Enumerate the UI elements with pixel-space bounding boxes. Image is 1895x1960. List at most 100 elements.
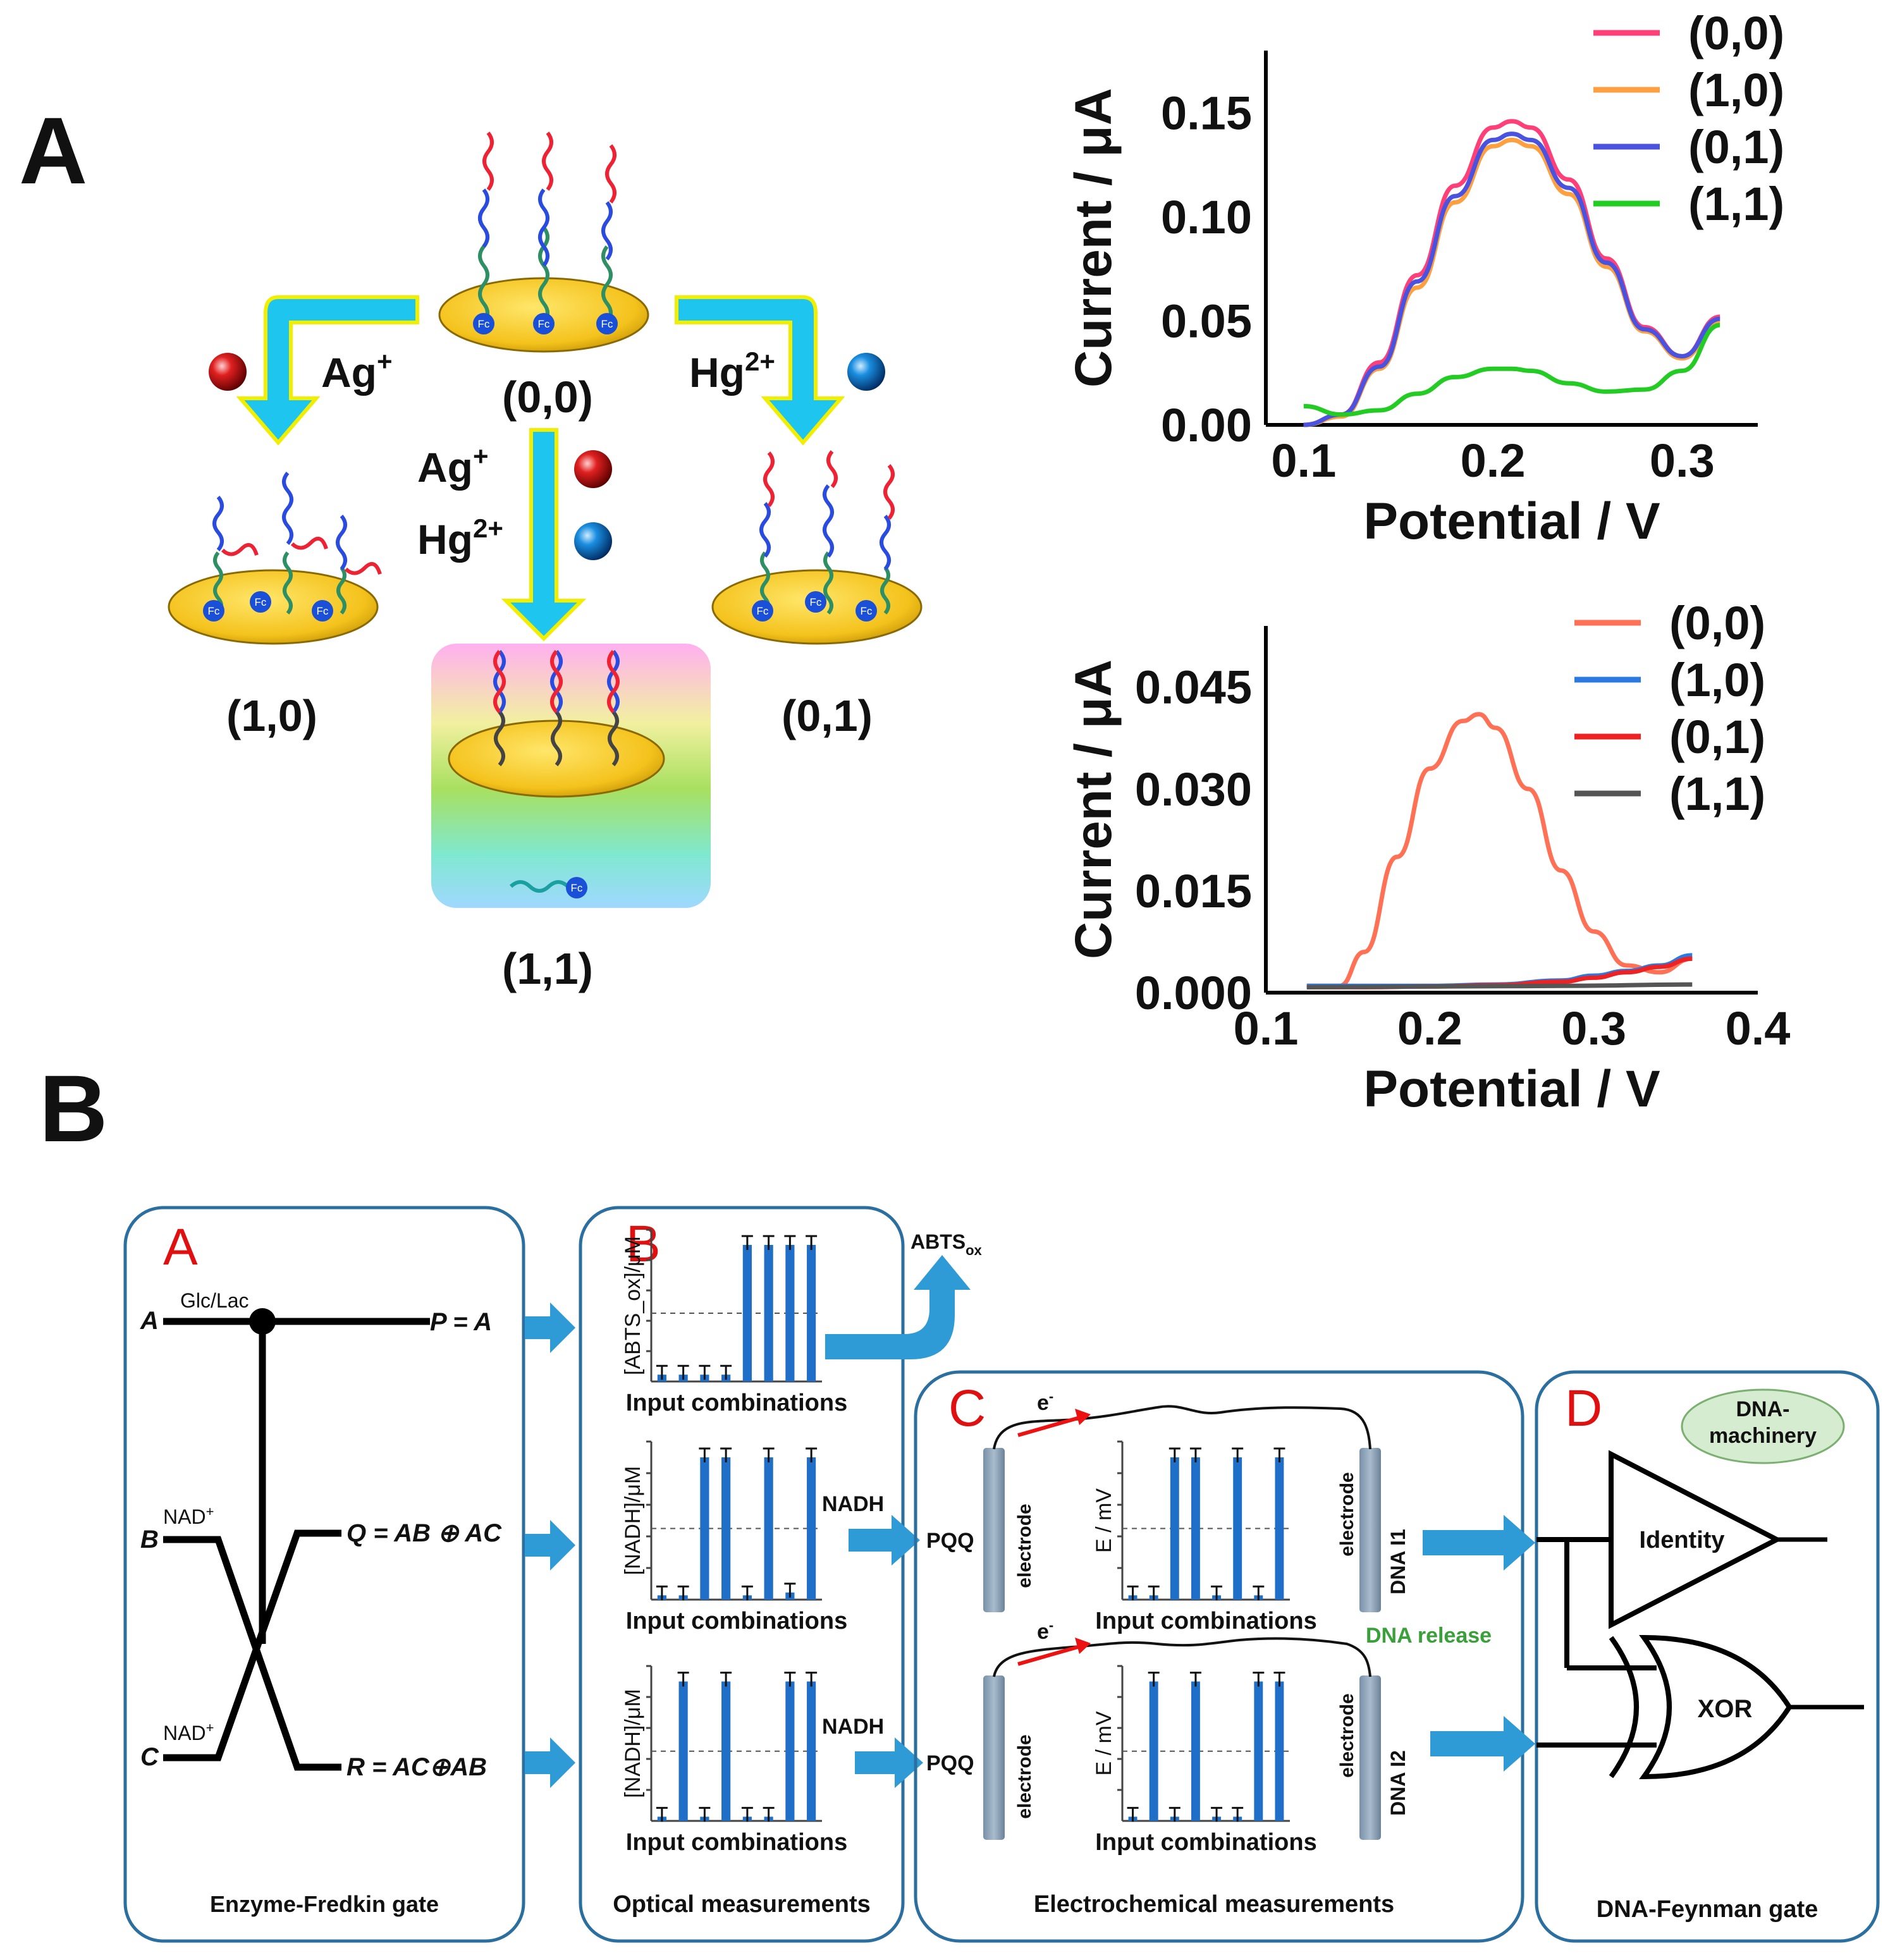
electron-label-top: e- (1037, 1388, 1053, 1415)
hg-ion-blue-ball (847, 353, 885, 391)
identity-label: Identity (1639, 1527, 1724, 1553)
arrows-a-to-b (525, 1302, 575, 1788)
bar (1275, 1457, 1284, 1600)
bar (721, 1457, 731, 1600)
y-tick-label: 0.030 (1135, 763, 1252, 816)
bar-x-label: Input combinations (1095, 1829, 1316, 1856)
output-r-label: R = AC⊕AB (346, 1753, 487, 1781)
dna-i2-label: DNA I2 (1387, 1750, 1409, 1816)
y-tick-label: 0.10 (1161, 191, 1252, 243)
bar (1233, 1457, 1242, 1600)
optical-caption: Optical measurements (613, 1891, 871, 1918)
dna-machinery-bubble (1681, 1388, 1845, 1464)
x-tick-label: 0.2 (1397, 1002, 1463, 1055)
nadh-arrow-q (849, 1515, 920, 1565)
electron-label-bottom: e- (1037, 1617, 1053, 1644)
abts-output-arrow (825, 1255, 971, 1359)
xor-gate-symbol (1639, 1634, 1793, 1780)
electrode-left-bottom (983, 1675, 1005, 1840)
control-node (249, 1308, 276, 1335)
electrode-label-lt: electrode (1014, 1504, 1035, 1588)
feynman-gate-box: D DNA- machinery Identity XOR DNA-Feynma… (1535, 1370, 1880, 1943)
hg-label-right: Hg2+ (689, 346, 775, 396)
svg-text:Fc: Fc (861, 605, 873, 617)
svg-text:Fc: Fc (478, 318, 490, 330)
fredkin-circuit-lines (163, 1318, 430, 1771)
electron-arrow-bottom (1017, 1638, 1091, 1666)
box-d-letter: D (1565, 1380, 1602, 1437)
svg-text:Fc: Fc (255, 596, 267, 608)
state-label-01: (0,1) (782, 691, 873, 740)
svg-text:Fc: Fc (571, 882, 583, 894)
y-tick-label: 0.015 (1135, 865, 1252, 917)
state-label-11: (1,1) (502, 944, 593, 993)
arrow-left-ag (236, 295, 419, 446)
svg-text:Fc: Fc (538, 318, 550, 330)
glc-lac-label: Glc/Lac (180, 1289, 248, 1312)
svg-text:Fc: Fc (601, 318, 613, 330)
series-line (1303, 322, 1720, 417)
bar (1275, 1681, 1284, 1821)
dna-strands-00 (478, 132, 616, 324)
y-axis-label: Current / μA (1065, 659, 1122, 959)
gold-electrode-10 (168, 569, 379, 645)
svg-text:Fc: Fc (317, 605, 329, 617)
nad-label-b: NAD+ (163, 1504, 214, 1528)
bar (807, 1681, 816, 1821)
ferrocene-labels: Fc Fc Fc Fc Fc Fc Fc Fc Fc Fc (203, 313, 877, 898)
ag-label-center: Ag+ (417, 441, 489, 491)
x-tick-label: 0.1 (1234, 1002, 1299, 1055)
electrode-label-lb: electrode (1014, 1734, 1035, 1818)
dna-strands-01 (759, 450, 895, 615)
bar (742, 1245, 752, 1381)
y-axis-label: Current / μA (1065, 88, 1122, 388)
electrode-right-bottom (1359, 1675, 1381, 1840)
output-p-label: P = A (430, 1308, 492, 1336)
bar-y-label: [NADH]/μM (621, 1689, 645, 1798)
nadh-arrow-r (855, 1737, 923, 1788)
arrow-c-to-d-top (1423, 1515, 1535, 1571)
output-q-label: Q = AB ⊕ AC (346, 1519, 502, 1547)
x-tick-label: 0.2 (1461, 434, 1526, 487)
series-line (1306, 712, 1693, 988)
legend-label: (1,0) (1688, 64, 1784, 116)
x-axis-label: Potential / V (1363, 493, 1660, 550)
fredkin-gate-box: A A Glc/Lac P = A B NAD+ Q = AB ⊕ AC C N… (123, 1206, 525, 1943)
bar-y-label: [ABTS_ox]/μM (621, 1236, 645, 1375)
feynman-caption: DNA-Feynman gate (1597, 1896, 1818, 1923)
legend-label: (0,0) (1669, 597, 1765, 649)
box-b-letter: B (626, 1215, 661, 1273)
bar (1254, 1681, 1263, 1821)
bar-chart-nadh-q: Input combinations[NADH]/μM (621, 1440, 847, 1634)
nad-label-c: NAD+ (163, 1720, 214, 1744)
input-b-label: B (140, 1526, 159, 1553)
state-label-10: (1,0) (226, 691, 317, 740)
dna-strands-10 (212, 472, 382, 615)
box-c-letter: C (948, 1380, 986, 1437)
bar-x-label: Input combinations (626, 1390, 847, 1416)
x-tick-label: 0.4 (1726, 1002, 1791, 1055)
ag-ion-red-ball-center (574, 450, 612, 488)
ag-label-left: Ag+ (321, 346, 393, 396)
y-tick-label: 0.15 (1161, 87, 1252, 140)
svg-text:Fc: Fc (757, 605, 769, 617)
bar (785, 1681, 795, 1821)
pqq-label-top: PQQ (926, 1529, 974, 1553)
input-a-label: A (140, 1307, 159, 1335)
y-tick-label: 0.045 (1135, 661, 1252, 714)
bar (1191, 1457, 1200, 1600)
x-tick-label: 0.3 (1561, 1002, 1626, 1055)
bar (807, 1245, 816, 1381)
bar-chart-nadh-r: Input combinations[NADH]/μM (621, 1665, 847, 1856)
bar (785, 1245, 795, 1381)
x-tick-label: 0.3 (1650, 434, 1715, 487)
arrow-right-hg (675, 295, 845, 446)
bar (678, 1681, 688, 1821)
y-tick-label: 0.05 (1161, 295, 1252, 348)
hg-ion-blue-ball-center (574, 522, 612, 560)
